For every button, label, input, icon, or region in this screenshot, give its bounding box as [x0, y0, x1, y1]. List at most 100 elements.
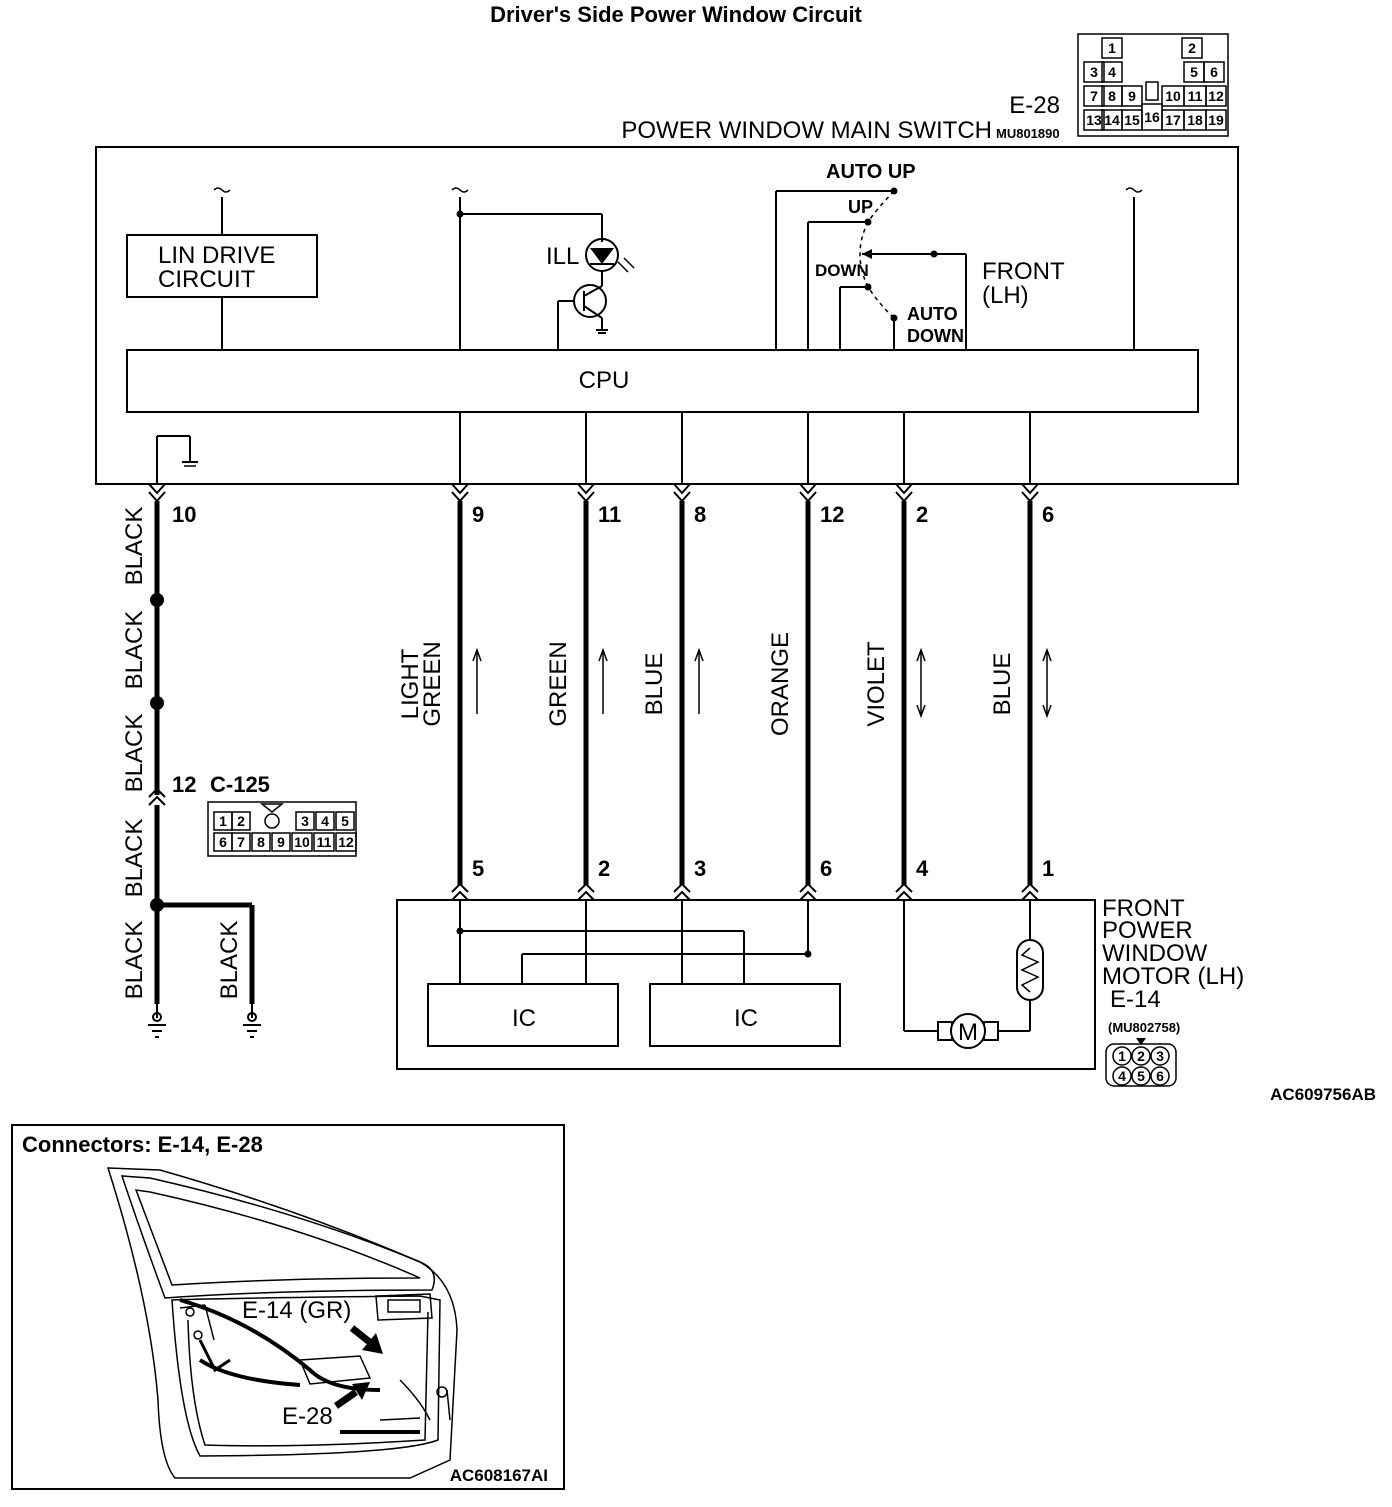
wire-11-to-2: 11 2 GREEN [545, 412, 621, 984]
e28-pin-cell: 1 [1108, 40, 1116, 56]
c125-pin-cell: 11 [317, 834, 332, 850]
e28-pin-cell: 10 [1165, 88, 1181, 104]
motor-icon: M [937, 1013, 999, 1049]
c125-pin-cell: 3 [301, 813, 309, 829]
transistor-icon [573, 284, 607, 318]
ground-wire-color-5: BLACK [121, 921, 148, 1000]
motor-internal-wiring [456, 908, 1031, 1032]
c125-pin-cell: 6 [219, 834, 227, 850]
callout-arrow-e14 [349, 1325, 383, 1354]
ic-label-right: IC [734, 1005, 758, 1032]
e28-pin-cell: 3 [1090, 64, 1098, 80]
c125-pin-cell: 12 [338, 834, 354, 850]
motor-pin-4: 4 [916, 856, 929, 881]
e28-pin-cell: 4 [1108, 64, 1116, 80]
down-label: DOWN [815, 261, 869, 280]
c125-pin-cell: 4 [321, 813, 329, 829]
ptc-thermistor-icon [1016, 939, 1044, 1001]
c125-pin-cell: 5 [341, 813, 349, 829]
diagram-title: Driver's Side Power Window Circuit [490, 2, 862, 27]
e14-pin-cell: 1 [1118, 1048, 1126, 1064]
e28-pin-cell: 8 [1108, 88, 1116, 104]
motor-name-1: FRONT [1102, 895, 1185, 922]
ground-wire-color-3: BLACK [121, 714, 148, 793]
wire-color-label: ORANGE [767, 632, 794, 736]
e28-pin-cell: 2 [1188, 40, 1196, 56]
e28-pin-cell: 7 [1090, 88, 1098, 104]
main-switch-part-no: MU801890 [996, 126, 1060, 141]
e28-pin-cell: 11 [1188, 88, 1203, 104]
c125-pin-cell: 7 [237, 834, 245, 850]
c125-pin-cell: 9 [277, 834, 285, 850]
ill-indicator-circuit [456, 197, 635, 350]
ic-box-right [649, 983, 841, 1047]
e14-pin-cell: 4 [1118, 1068, 1126, 1084]
ground-branch-color: BLACK [216, 921, 243, 1000]
motor-pin-6: 6 [820, 856, 832, 881]
switch-pin-9: 9 [472, 502, 484, 527]
connector-locator-panel [11, 1124, 565, 1490]
auto-down-label-2: DOWN [907, 326, 964, 346]
switch-pin-11: 11 [598, 502, 621, 527]
wire-color-label: GREEN [545, 641, 572, 726]
motor-pin-3: 3 [694, 856, 706, 881]
e28-pin-cell: 13 [1086, 112, 1102, 128]
signal-wires: 95LIGHTGREEN112GREEN83BLUE126ORANGE24VIO… [397, 412, 1054, 984]
switch-pin-6: 6 [1042, 502, 1054, 527]
motor-symbol-label: M [958, 1019, 978, 1046]
e14-pin-cell: 6 [1156, 1068, 1164, 1084]
e28-code: E-28 [1009, 92, 1060, 119]
c125-pin-cell: 8 [257, 834, 265, 850]
motor-pin-1: 1 [1042, 856, 1054, 881]
wire-color-label: GREEN [419, 641, 446, 726]
callout-arrow-e28 [333, 1382, 370, 1409]
diagram-id: AC609756AB [1270, 1085, 1376, 1104]
motor-pin-2: 2 [598, 856, 610, 881]
auto-up-label: AUTO UP [826, 161, 916, 183]
ground-icon [243, 1004, 261, 1038]
e28-pin-cell: 14 [1104, 112, 1120, 128]
ground-wire-color-1: BLACK [121, 507, 148, 586]
ic-label-left: IC [512, 1005, 536, 1032]
motor-name-3: WINDOW [1102, 940, 1208, 967]
wire-color-label: BLUE [641, 653, 668, 716]
motor-name-2: POWER [1102, 917, 1193, 944]
signal-direction-arrow [598, 647, 608, 714]
motor-pin-5: 5 [472, 856, 484, 881]
internal-ground-symbol [157, 435, 198, 467]
main-switch-name: POWER WINDOW MAIN SWITCH [621, 117, 992, 144]
switch-pin-12: 12 [820, 502, 844, 527]
front-lh-label-1: FRONT [982, 258, 1065, 285]
e28-pin-cell: 16 [1144, 109, 1160, 125]
e28-pin-cell: 15 [1124, 112, 1140, 128]
ground-icon [148, 1004, 166, 1038]
e28-pin-cell: 18 [1187, 112, 1203, 128]
lin-drive-label-1: LIN DRIVE [158, 242, 275, 269]
e14-pin-cell: 3 [1156, 1048, 1164, 1064]
callout-e28: E-28 [282, 1403, 333, 1430]
e28-pin-cell: 9 [1128, 88, 1136, 104]
ground-wire [148, 436, 255, 1004]
signal-direction-arrow [472, 647, 482, 714]
ic-box-left [427, 983, 619, 1047]
motor-name-4: MOTOR (LH) [1102, 963, 1244, 990]
c125-code: C-125 [210, 772, 270, 797]
up-label: UP [848, 197, 873, 217]
window-switch-contacts [775, 187, 967, 350]
motor-code: E-14 [1110, 986, 1161, 1013]
auto-down-label-1: AUTO [907, 304, 958, 324]
cpu-box [126, 349, 1199, 413]
continuation-marks [213, 187, 1143, 193]
signal-direction-arrow [694, 647, 704, 714]
c125-pin-cell: 2 [237, 813, 245, 829]
wire-color-label: LIGHT [397, 648, 424, 719]
e28-pin-cell: 12 [1208, 88, 1224, 104]
